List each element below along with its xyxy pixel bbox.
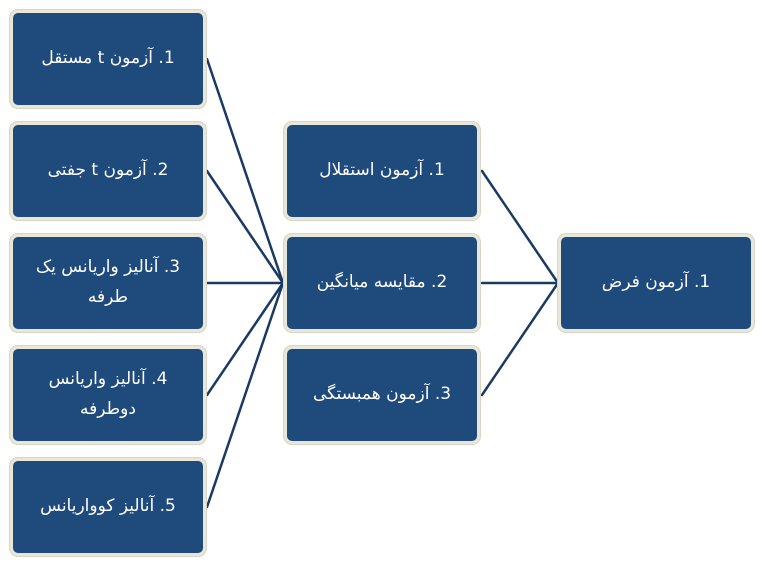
method-box-paired-t-test: 2. آزمون t جفتی <box>10 122 206 220</box>
category-box-independence-test: 1. آزمون استقلال <box>284 122 480 220</box>
method-label: 4. آنالیز واریانس دوطرفه <box>48 369 168 419</box>
method-box-ancova: 5. آنالیز کوواریانس <box>10 458 206 556</box>
category-box-correlation-test: 3. آزمون همبستگی <box>284 346 480 444</box>
method-label: 5. آنالیز کوواریانس <box>40 496 176 517</box>
method-label: 3. آنالیز واریانس یک طرفه <box>35 257 181 307</box>
category-label: 1. آزمون استقلال <box>319 160 445 181</box>
category-label: 2. مقایسه میانگین <box>316 272 448 293</box>
root-box-hypothesis-test: 1. آزمون فرض <box>558 234 754 332</box>
category-label: 3. آزمون همبستگی <box>312 384 452 405</box>
method-label: 2. آزمون t جفتی <box>47 160 169 181</box>
method-box-two-way-anova: 4. آنالیز واریانس دوطرفه <box>10 346 206 444</box>
category-box-comparison-of-means: 2. مقایسه میانگین <box>284 234 480 332</box>
method-box-one-way-anova: 3. آنالیز واریانس یک طرفه <box>10 234 206 332</box>
connector-line <box>205 281 285 509</box>
connector-line <box>205 57 285 285</box>
connector-line <box>480 169 560 285</box>
root-label: 1. آزمون فرض <box>601 272 711 293</box>
connector-line <box>205 169 285 285</box>
method-label: 1. آزمون t مستقل <box>41 48 175 69</box>
connector-line <box>480 281 560 397</box>
method-box-independent-t-test: 1. آزمون t مستقل <box>10 10 206 108</box>
connector-line <box>205 281 285 397</box>
